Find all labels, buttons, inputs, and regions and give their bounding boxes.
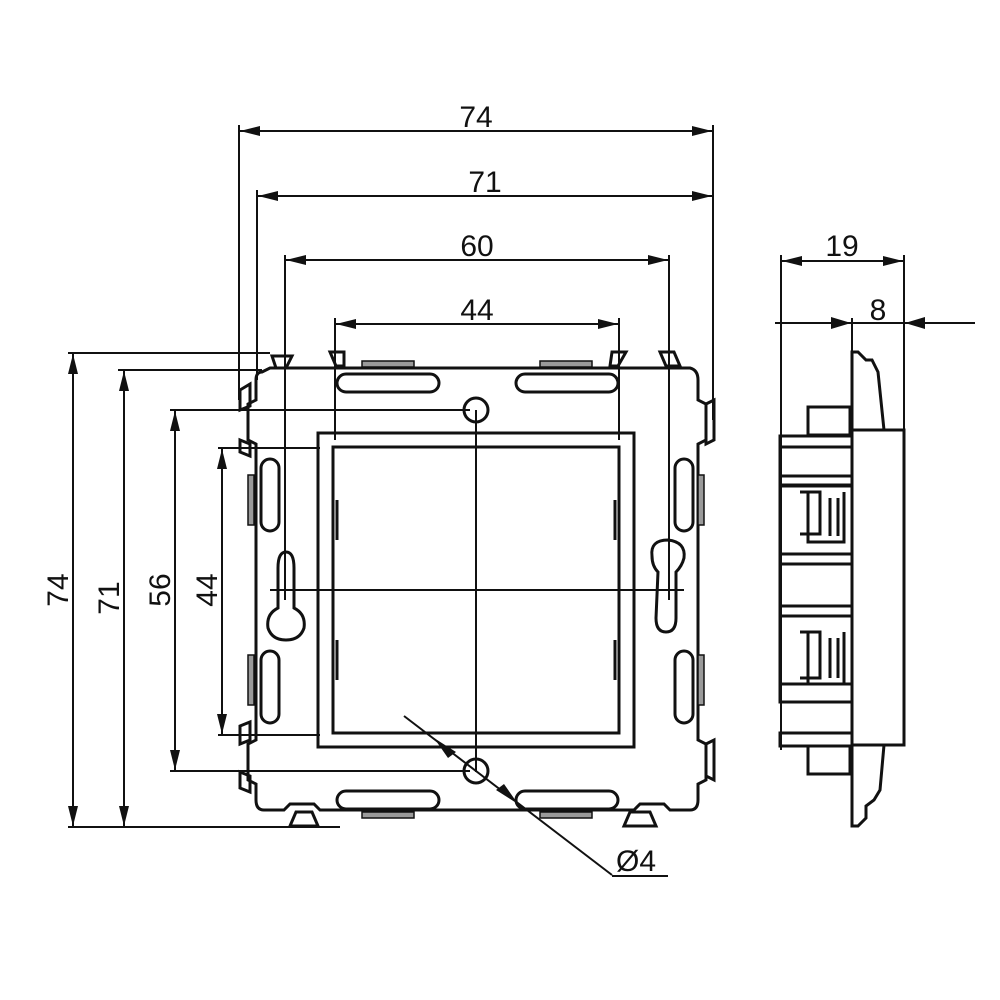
screw-hole-top: [462, 396, 490, 424]
dimension-fixing-hole-spacing: 60: [286, 230, 668, 265]
dimension-label: 71: [93, 581, 126, 614]
dimension-label: 44: [460, 294, 493, 327]
keyhole-right: [650, 538, 686, 634]
dimension-screw-hole-spacing: 56: [144, 411, 180, 770]
dimension-overall-height: 74: [42, 354, 78, 826]
keyhole-left: [266, 550, 306, 642]
dimension-label: Ø4: [616, 845, 656, 878]
dimension-label: 74: [459, 101, 492, 134]
dimension-label: 74: [42, 573, 75, 606]
dimension-front-plate-depth: 8: [775, 294, 975, 329]
dimension-label: 60: [460, 230, 493, 263]
dimension-label: 56: [144, 573, 177, 606]
horizontal-dimensions: 74 71 60 44: [238, 101, 714, 600]
side-view: 19 8: [775, 230, 975, 828]
dimension-overall-width: 74: [240, 101, 712, 136]
screw-hole-bottom: [462, 757, 490, 785]
dimension-frame-width: 71: [258, 166, 712, 201]
dimension-module-width: 44: [336, 294, 618, 329]
dimension-total-depth: 19: [782, 230, 903, 266]
dimension-label: 19: [825, 230, 858, 263]
dimension-label: 71: [468, 166, 501, 199]
dimension-hole-diameter: Ø4: [403, 715, 668, 878]
dimension-module-height: 44: [191, 449, 227, 734]
frame-outline: [246, 366, 708, 812]
dimension-label: 8: [870, 294, 887, 327]
dimension-label: 44: [191, 573, 224, 606]
front-view: Ø4: [238, 350, 716, 878]
vertical-dimensions: 74 71 56 44: [42, 352, 470, 828]
dimension-frame-height: 71: [93, 371, 129, 826]
